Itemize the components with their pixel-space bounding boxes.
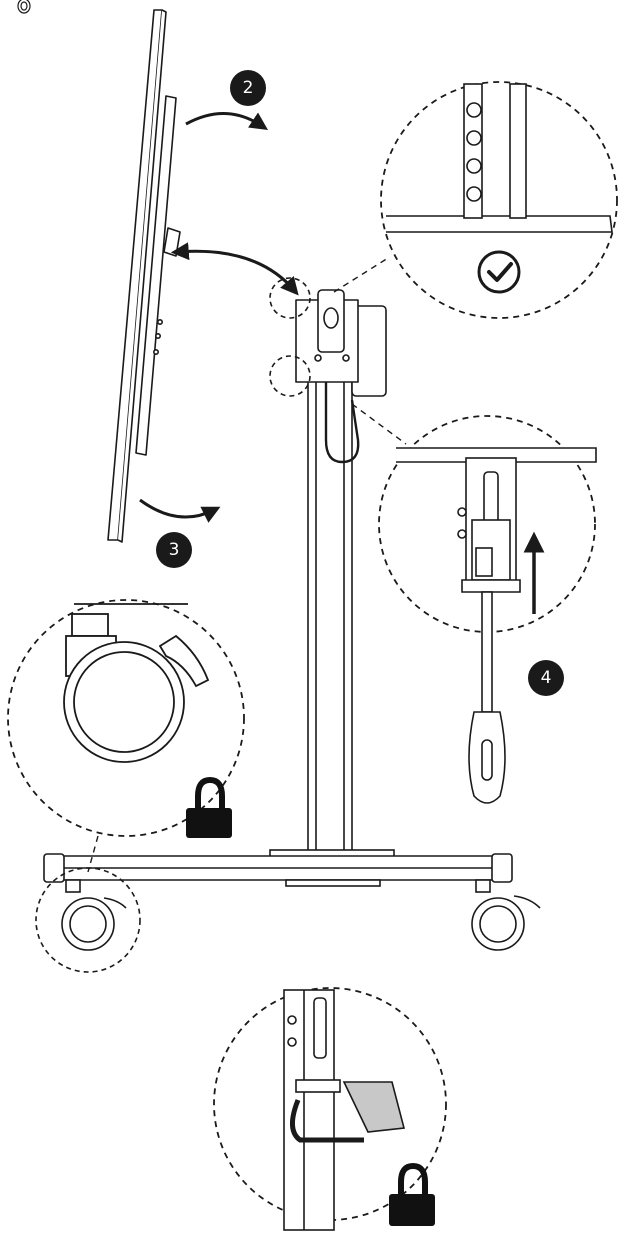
- arrow-icon: [185, 112, 268, 130]
- svg-text:4: 4: [541, 668, 552, 688]
- stand-column: [307, 377, 353, 855]
- mount-head: [295, 289, 387, 464]
- stand-base: [43, 849, 513, 887]
- screwdriver-icon: [468, 591, 506, 804]
- display-panel: [107, 9, 181, 543]
- detail-hint-circles: [269, 277, 311, 397]
- caster-left: [35, 867, 141, 973]
- svg-text:3: 3: [169, 540, 180, 560]
- step-badge-2: 2: [230, 70, 266, 106]
- caster-right: [471, 879, 541, 951]
- lock-icon: [389, 1162, 435, 1226]
- arrow-icon: [139, 498, 221, 523]
- detail-bracket-hook: [333, 81, 618, 319]
- arrow-icon: [170, 242, 299, 296]
- step-badge-4: 4: [528, 660, 564, 696]
- step-badge-3: 3: [156, 532, 192, 568]
- check-icon: [477, 250, 521, 294]
- detail-wheel-brake: [7, 599, 245, 873]
- detail-padlock: [213, 987, 447, 1231]
- detail-screw-adjust: [351, 403, 597, 804]
- lock-icon: [186, 776, 232, 838]
- rotation-arrows: [139, 112, 299, 523]
- corner-mark: [17, 0, 31, 14]
- svg-text:2: 2: [243, 78, 254, 98]
